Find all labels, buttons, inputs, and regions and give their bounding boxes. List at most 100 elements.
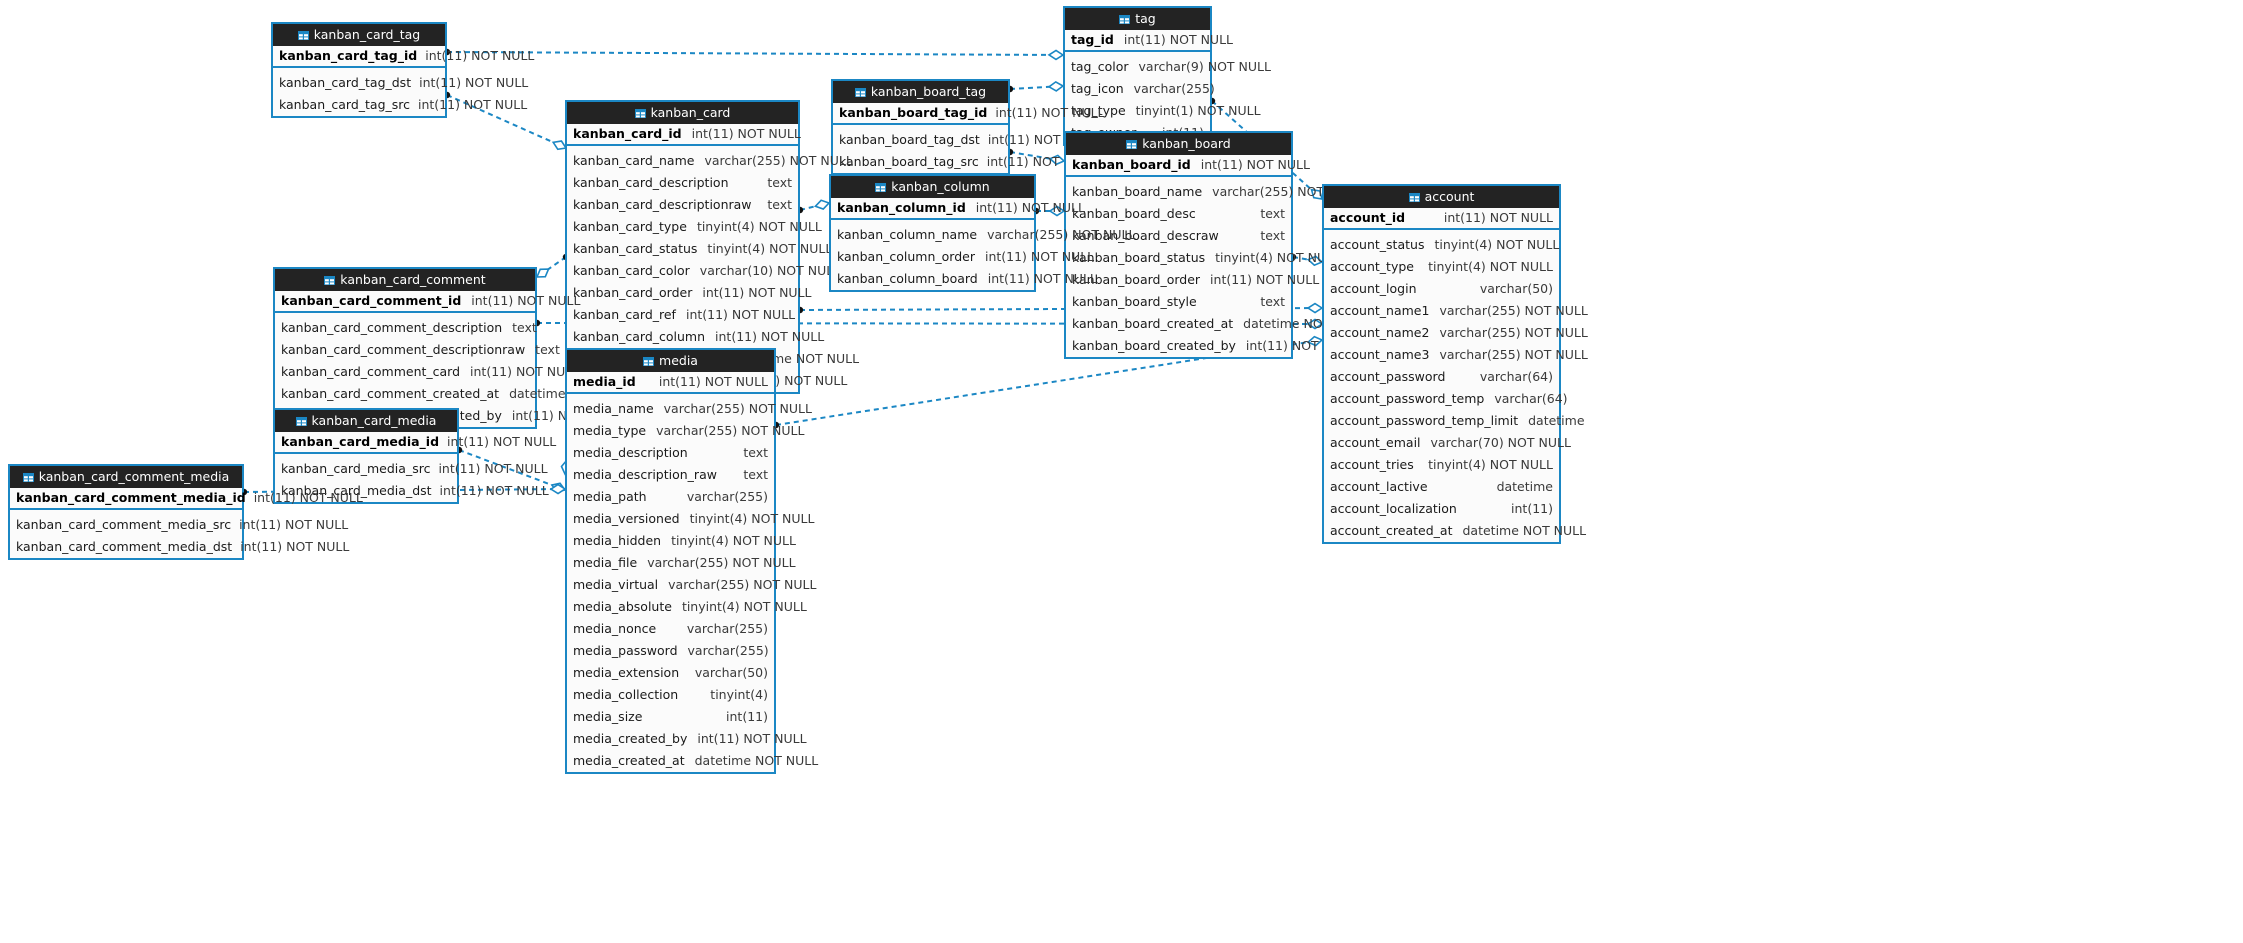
column-type: text	[1260, 228, 1285, 243]
table-header-kanban_board_tag[interactable]: kanban_board_tag	[833, 81, 1008, 103]
table-header-kanban_column[interactable]: kanban_column	[831, 176, 1034, 198]
table-header-kanban_board[interactable]: kanban_board	[1066, 133, 1291, 155]
table-header-kanban_card_media[interactable]: kanban_card_media	[275, 410, 457, 432]
table-header-kanban_card_tag[interactable]: kanban_card_tag	[273, 24, 445, 46]
table-header-kanban_card[interactable]: kanban_card	[567, 102, 798, 124]
table-header-account[interactable]: account	[1324, 186, 1559, 208]
table-header-kanban_card_comment_media[interactable]: kanban_card_comment_media	[10, 466, 242, 488]
table-header-tag[interactable]: tag	[1065, 8, 1210, 30]
table-header-media[interactable]: media	[567, 350, 774, 372]
table-header-kanban_card_comment[interactable]: kanban_card_comment	[275, 269, 535, 291]
